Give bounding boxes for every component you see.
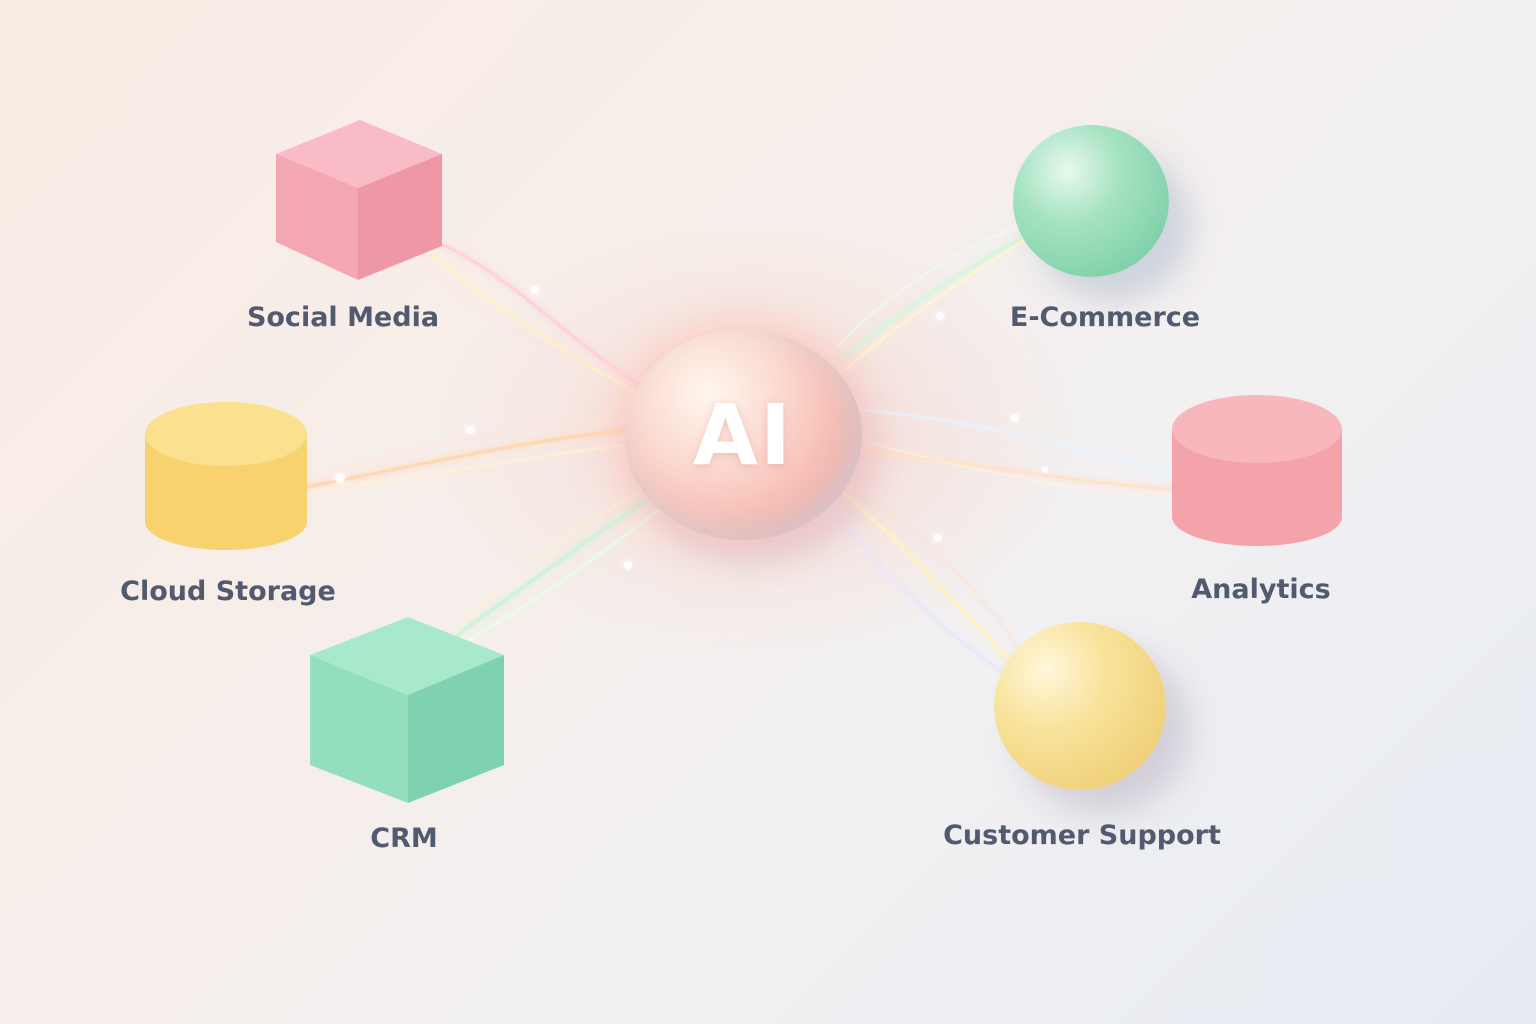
node-social-media[interactable]	[274, 118, 444, 288]
node-cloud-storage[interactable]	[143, 400, 309, 557]
link-crm	[448, 484, 666, 646]
sphere-icon	[1013, 125, 1169, 277]
node-e-commerce[interactable]	[1013, 125, 1169, 277]
cube-icon	[310, 617, 504, 803]
cylinder-icon	[145, 402, 307, 550]
label-customer-support: Customer Support	[943, 820, 1221, 851]
link-e-commerce	[834, 221, 1047, 371]
node-crm[interactable]	[308, 615, 506, 810]
label-social-media: Social Media	[246, 302, 440, 333]
node-analytics[interactable]	[1170, 393, 1344, 553]
link-customer-support	[824, 479, 1021, 671]
cylinder-icon	[1172, 395, 1342, 546]
link-analytics	[854, 409, 1192, 495]
label-cloud-storage: Cloud Storage	[120, 576, 336, 607]
label-analytics: Analytics	[1191, 574, 1331, 605]
ai-hub-sphere[interactable]: AI	[624, 330, 862, 540]
label-e-commerce: E-Commerce	[1009, 302, 1201, 333]
link-cloud-storage	[278, 417, 633, 495]
sphere-icon	[994, 622, 1166, 790]
node-customer-support[interactable]	[994, 622, 1166, 790]
label-crm: CRM	[370, 823, 438, 854]
ai-hub-label: AI	[692, 386, 794, 484]
cube-icon	[276, 120, 442, 280]
